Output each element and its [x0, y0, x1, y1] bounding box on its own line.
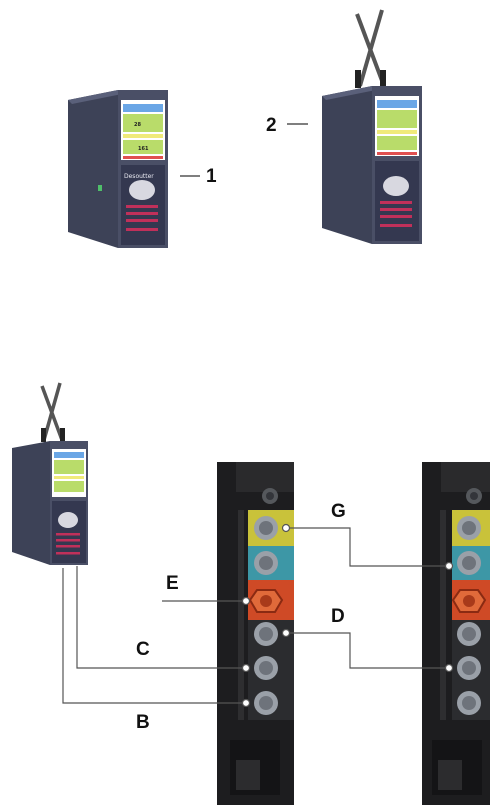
port-panel-left — [217, 462, 294, 805]
callout-C: C — [136, 639, 150, 660]
callout-1: 1 — [206, 166, 217, 187]
logo-text: Desoutter — [124, 173, 154, 180]
desoutter-logo-icon — [383, 176, 409, 196]
desoutter-logo-icon — [129, 180, 155, 200]
screen-reading-1: 28 — [134, 122, 141, 128]
port-panel-right — [422, 462, 490, 805]
leader-lines — [62, 527, 449, 704]
controller-unit-2 — [287, 9, 422, 244]
screen-reading-2: 161 — [138, 146, 149, 152]
connector-dots — [241, 523, 454, 708]
antenna-icon — [42, 382, 62, 441]
callout-G: G — [331, 501, 346, 522]
callout-B: B — [136, 712, 150, 733]
callout-E: E — [166, 573, 179, 594]
antenna-icon — [358, 9, 384, 87]
callout-2: 2 — [266, 115, 277, 136]
controller-unit-1: 28 161 Desoutter — [68, 90, 200, 248]
callout-D: D — [331, 606, 345, 627]
controller-unit-3 — [12, 382, 88, 565]
desoutter-logo-icon — [58, 512, 78, 528]
